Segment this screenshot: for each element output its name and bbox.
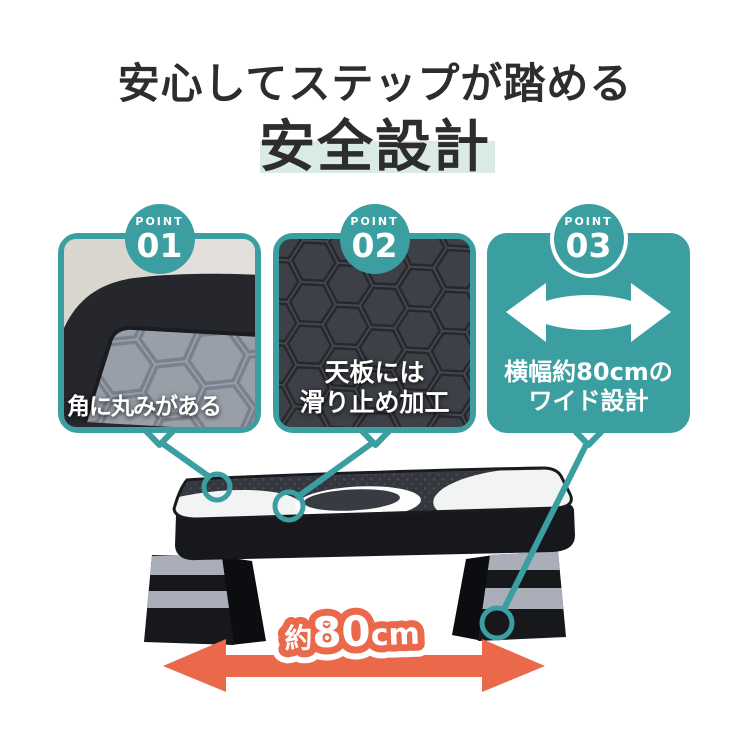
connector-line-1 — [157, 438, 213, 481]
connector-line-2 — [294, 438, 377, 501]
point-2-caption: 天板には 滑り止め加工 — [279, 358, 470, 417]
title-highlight-bar — [260, 141, 495, 173]
width-arrow-icon — [506, 283, 671, 342]
point-2-caption-line1: 天板には — [324, 358, 425, 387]
point-badge-03: POINT 03 — [553, 204, 624, 274]
point-badge-01: POINT 01 — [124, 204, 195, 274]
callout-ring-2 — [272, 489, 306, 523]
point-badge-label: POINT — [350, 215, 399, 228]
point-badge-number: 03 — [565, 226, 612, 265]
point-badge-label: POINT — [564, 215, 613, 228]
point-3-caption-line2: ワイド設計 — [528, 386, 649, 415]
connector-line-3 — [500, 439, 591, 613]
point-card-2: POINT 02 — [273, 204, 476, 433]
banner-subtitle: 安心してステップが踏める — [117, 59, 633, 108]
callout-connectors — [157, 438, 591, 641]
point-card-3: POINT 03 横幅約80cmの ワイド設計 — [487, 204, 690, 433]
point-badge-number: 02 — [351, 226, 398, 265]
point-badge-number: 01 — [136, 226, 183, 265]
svg-text:約80cm: 約80cm — [283, 605, 420, 659]
point-card-1: POINT 01 — [58, 204, 261, 433]
point-badge-02: POINT 02 — [339, 204, 410, 274]
point-3-caption: 横幅約80cmの ワイド設計 — [493, 358, 684, 415]
stepper-product-illustration — [144, 466, 575, 645]
width-dimension-arrow-icon — [163, 639, 545, 692]
point-badge-label: POINT — [135, 215, 184, 228]
page-title: 安全設計 — [259, 115, 491, 180]
point-3-caption-line1: 横幅約80cmの — [504, 358, 673, 387]
stepper-left-leg — [144, 555, 234, 645]
callout-ring-1 — [201, 471, 233, 503]
svg-text:約80cm: 約80cm — [283, 605, 420, 659]
point-2-caption-line2: 滑り止め加工 — [299, 387, 450, 417]
point-1-caption: 角に丸みがある — [67, 394, 222, 420]
stepper-right-leg — [478, 551, 566, 641]
width-dimension-label: 約80cm 約80cm 約80cm — [271, 593, 434, 670]
callout-ring-3 — [479, 605, 515, 641]
